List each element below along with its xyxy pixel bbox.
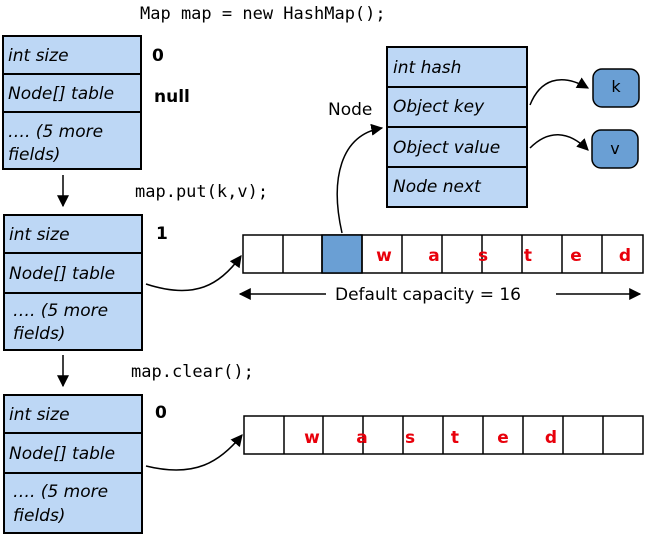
array-put-letter: e [570, 246, 582, 266]
bucket-to-node-arrow [336, 123, 384, 234]
value-pill: v [591, 129, 639, 169]
cleared-table-to-array-arrow [145, 434, 243, 471]
code-line-clear: map.clear(); [131, 362, 254, 382]
map-object-after-clear: int size Node[] table …. (5 more fields) [3, 394, 143, 534]
table-to-array-arrow [145, 255, 242, 292]
array-clear-letter: e [497, 428, 509, 448]
node-label: Node [328, 100, 372, 120]
array-clear-letter: w [304, 428, 320, 448]
array-clear-letter: a [356, 428, 367, 448]
node-field-hash: int hash [393, 58, 461, 78]
field-int-size: int size [8, 46, 69, 66]
key-pill-label: k [611, 77, 621, 96]
array-clear-letter: s [405, 428, 415, 448]
map-object-after-put: int size Node[] table …. (5 more fields) [3, 214, 143, 351]
node-field-value: Object value [393, 138, 500, 158]
size-value-after-clear: 0 [155, 403, 167, 423]
size-value-after-put: 1 [156, 224, 168, 244]
node-object: int hash Object key Object value Node ne… [386, 46, 528, 208]
bucket-array-after-put: w a s t e d [242, 234, 644, 274]
capacity-label: Default capacity = 16 [335, 285, 521, 305]
field-node-table: Node[] table [8, 84, 114, 104]
field-int-size: int size [9, 225, 70, 245]
code-line-put: map.put(k,v); [135, 182, 268, 202]
node-field-next: Node next [393, 177, 482, 197]
field-more-fields-line2: fields) [8, 145, 60, 165]
array-clear-letter: d [545, 428, 557, 448]
bucket-array-after-clear: w a s t e d [243, 415, 644, 455]
field-more-fields-line2: fields) [13, 324, 65, 344]
array-put-letter: d [619, 246, 631, 266]
array-clear-letter: t [451, 428, 459, 448]
code-line-new-hashmap: Map map = new HashMap(); [140, 4, 386, 24]
map-object-initial: int size Node[] table …. (5 more fields) [2, 35, 142, 170]
value-pill-label: v [610, 139, 619, 158]
table-value-null: null [154, 87, 190, 107]
field-more-fields-line2: fields) [13, 506, 65, 526]
key-pill: k [592, 68, 640, 108]
field-more-fields-line1: …. (5 more [13, 482, 108, 502]
array-put-letter: t [524, 246, 532, 266]
array-put-letter: w [376, 246, 392, 266]
field-node-table: Node[] table [9, 264, 115, 284]
node-field-key: Object key [393, 97, 485, 117]
array-put-letter: s [478, 246, 488, 266]
value-reference-arrow [529, 134, 589, 151]
field-more-fields-line1: …. (5 more [13, 301, 108, 321]
size-value-initial: 0 [152, 46, 164, 66]
key-reference-arrow [529, 77, 590, 106]
array-put-letter: a [428, 246, 439, 266]
field-node-table: Node[] table [9, 444, 115, 464]
occupied-bucket [321, 234, 363, 274]
field-more-fields-line1: …. (5 more [8, 122, 103, 142]
field-int-size: int size [9, 405, 70, 425]
